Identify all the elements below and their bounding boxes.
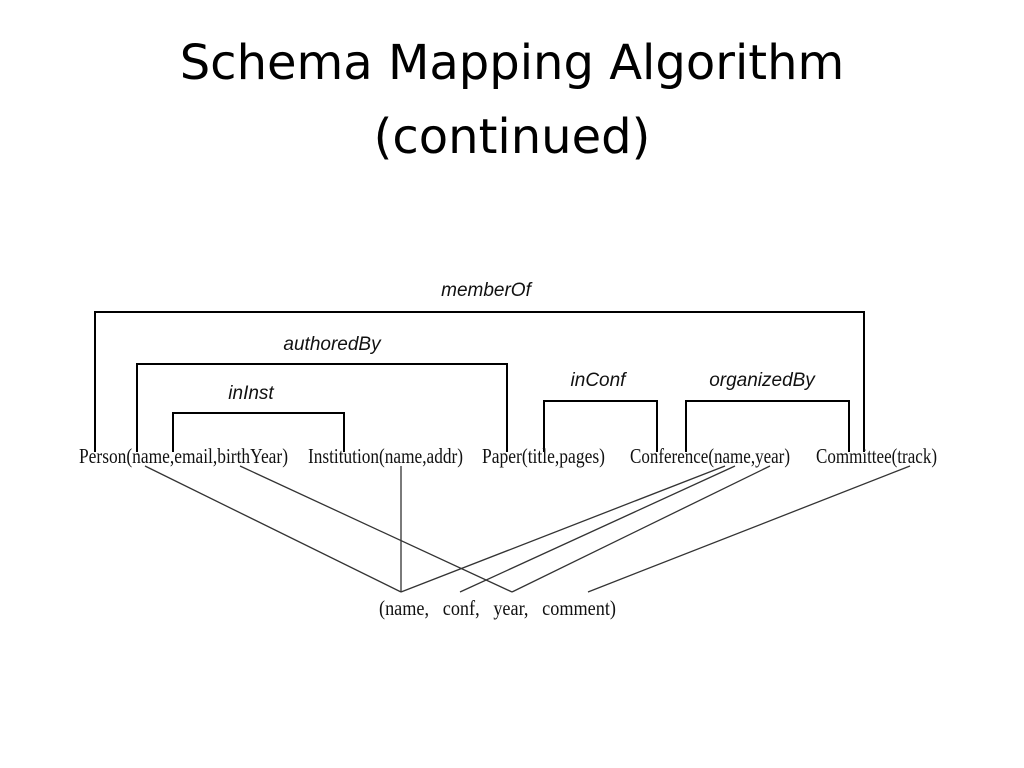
organizedBy-bracket: [685, 400, 850, 452]
map-conference-name-b: [459, 465, 736, 593]
map-person-name: [144, 465, 402, 593]
memberOf-label: memberOf: [441, 280, 532, 301]
inConf-bracket: [543, 400, 658, 452]
entity-conference: Conference(name,year): [630, 444, 790, 468]
entity-institution: Institution(name,addr): [308, 444, 463, 468]
map-committee-track: [587, 465, 911, 593]
inInst-label: inInst: [228, 383, 274, 404]
slide-title-line-1: Schema Mapping Algorithm: [179, 35, 845, 91]
memberOf-bracket: [94, 311, 865, 452]
organizedBy-label: organizedBy: [709, 370, 816, 391]
map-conference-year: [511, 465, 771, 593]
map-conference-name-a: [400, 465, 726, 593]
inConf-label: inConf: [571, 370, 628, 391]
slide-title: Schema Mapping Algorithm (continued): [0, 26, 1024, 174]
entity-committee: Committee(track): [816, 444, 937, 468]
inInst-bracket: [172, 412, 345, 452]
authoredBy-label: authoredBy: [283, 334, 382, 355]
map-person-birthyear: [239, 465, 513, 593]
entity-paper: Paper(title,pages): [482, 444, 605, 468]
entity-person: Person(name,email,birthYear): [79, 444, 288, 468]
target-tuple: (name, conf, year, comment): [379, 596, 616, 620]
slide-title-line-2: (continued): [373, 109, 651, 165]
authoredBy-bracket: [136, 363, 508, 452]
